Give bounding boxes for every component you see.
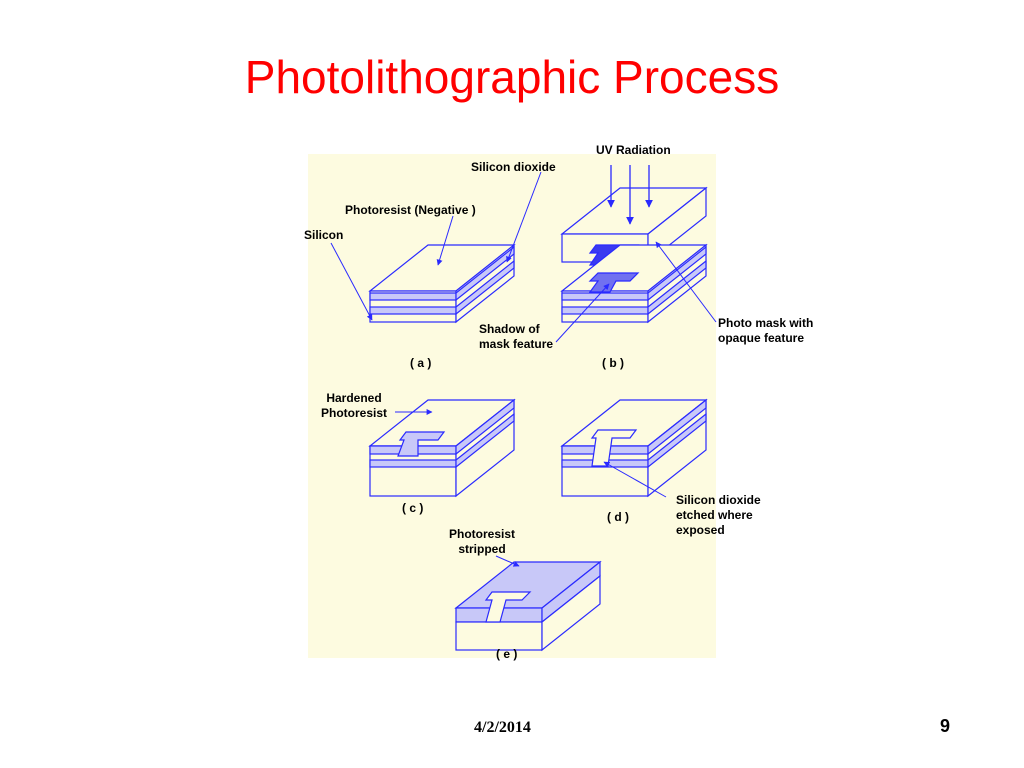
label-hardened-photoresist: Hardened Photoresist: [320, 391, 387, 420]
label-photoresist-negative: Photoresist (Negative ): [345, 203, 476, 217]
slide-title: Photolithographic Process: [244, 51, 780, 103]
leader-lines: [330, 171, 717, 567]
step-label-e: ( e ): [496, 647, 518, 661]
label-sio2-etched: Silicon dioxide etched where exposed: [676, 493, 761, 537]
label-silicon-dioxide: Silicon dioxide: [471, 160, 556, 174]
step-label-a: ( a ): [410, 356, 432, 370]
slide-date: 4/2/2014: [474, 719, 531, 736]
label-photo-mask: Photo mask with opaque feature: [718, 316, 814, 345]
block-c: [368, 398, 516, 498]
step-label-d: ( d ): [607, 510, 629, 524]
block-b: [560, 243, 708, 324]
label-shadow-of-mask-feature: Shadow of mask feature: [479, 322, 554, 351]
label-silicon: Silicon: [304, 228, 344, 242]
step-label-c: ( c ): [402, 501, 424, 515]
slide-page-number: 9: [940, 716, 951, 736]
uv-arrows: [607, 165, 653, 225]
step-label-b: ( b ): [602, 356, 624, 370]
block-a: [368, 243, 516, 324]
label-photoresist-stripped: Photoresist stripped: [448, 527, 515, 556]
block-e: [454, 560, 602, 652]
block-d: [560, 398, 708, 498]
label-uv-radiation: UV Radiation: [596, 143, 671, 157]
